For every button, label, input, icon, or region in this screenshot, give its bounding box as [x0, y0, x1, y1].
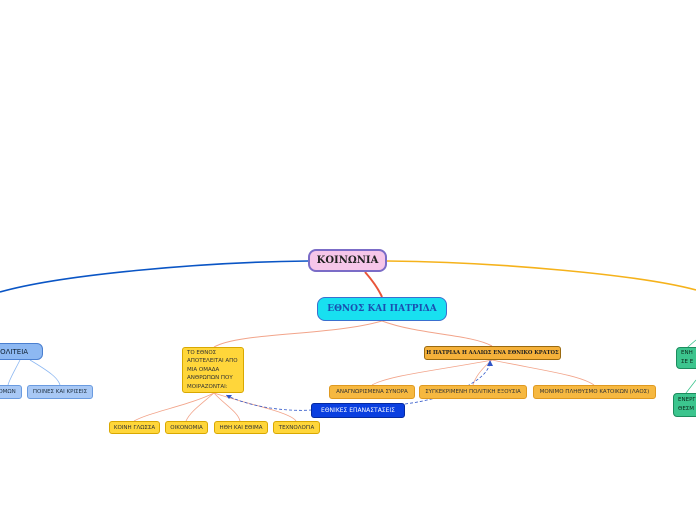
link-main-patrida [381, 320, 493, 347]
right-child-node[interactable]: ΕΝΕΡΓ ΘΕΣΜ [673, 393, 696, 417]
ethnos-definition-node[interactable]: ΤΟ ΕΘΝΟΣ ΑΠΟΤΕΛΕΙΤΑΙ ΑΠΟ ΜΙΑ ΟΜΑΔΑ ΑΝΘΡΩ… [182, 347, 244, 393]
right-child-line: ΕΝΕΡΓ [678, 397, 696, 403]
definition-line: ΤΟ ΕΘΝΟΣ [187, 349, 217, 356]
definition-line: ΑΠΟΤΕΛΕΙΤΑΙ ΑΠΟ [187, 358, 238, 365]
link-root-right [386, 260, 696, 291]
link-patrida-child-1 [371, 359, 493, 386]
link-definition-child-3 [213, 392, 241, 422]
relation-arrow-definition [226, 395, 232, 399]
link-left-child-2 [29, 359, 61, 386]
link-definition-child-4 [213, 392, 297, 422]
link-left-child-1 [7, 359, 21, 386]
definition-line: ΑΝΘΡΩΠΩΝ ΠΟΥ [187, 375, 233, 382]
main-topic-node[interactable]: ΕΘΝΟΣ ΚΑΙ ΠΑΤΡΙΔΑ [317, 297, 447, 321]
right-child-line: ΕΝΗ [681, 350, 693, 356]
link-root-main [364, 271, 383, 298]
link-definition-child-1 [133, 392, 215, 422]
link-root-left [0, 260, 309, 293]
right-child-line: ΣΕ Ε [681, 359, 694, 365]
definition-line: ΜΙΑ ΟΜΑΔΑ [187, 366, 220, 373]
patrida-child-node[interactable]: ΣΥΓΚΕΚΡΙΜΕΝΗ ΠΟΛΙΤΙΚΗ ΕΞΟΥΣΙΑ [419, 385, 527, 399]
revolutions-node[interactable]: ΕΘΝΙΚΕΣ ΕΠΑΝΑΣΤΑΣΕΙΣ [311, 403, 405, 418]
link-patrida-child-3 [491, 359, 595, 386]
link-main-definition [213, 320, 383, 348]
definition-line: ΜΟΙΡΑΖΟΝΤΑΙ: [187, 383, 228, 390]
left-branch-node[interactable]: ΠΟΛΙΤΕΙΑ [0, 343, 43, 360]
definition-child-node[interactable]: ΤΕΧΝΟΛΟΓΙΑ [273, 421, 320, 434]
definition-child-node[interactable]: ΗΘΗ ΚΑΙ ΕΘΙΜΑ [214, 421, 268, 434]
relation-revolutions-definition [225, 394, 313, 411]
patrida-child-node[interactable]: ΜΟΝΙΜΟ ΠΛΗΘΥΣΜΟ ΚΑΤΟΙΚΩΝ (ΛΑΟΣ) [533, 385, 656, 399]
relation-arrow-patrida [487, 360, 493, 366]
link-definition-child-2 [185, 392, 215, 422]
patrida-child-node[interactable]: ΑΝΑΓΝΩΡΙΣΜΕΝΑ ΣΥΝΟΡΑ [329, 385, 415, 399]
right-child-line: ΘΕΣΜ [678, 406, 695, 412]
left-child-node[interactable]: ΝΟΜΩΝ [0, 385, 22, 399]
definition-child-node[interactable]: ΟΙΚΟΝΟΜΙΑ [165, 421, 208, 434]
right-child-node[interactable]: ΕΝΗ ΣΕ Ε [676, 347, 696, 369]
root-node[interactable]: ΚΟΙΝΩΝΙΑ [308, 249, 387, 272]
left-child-node[interactable]: ΠΟΙΝΕΣ ΚΑΙ ΚΡΙΣΕΙΣ [27, 385, 93, 399]
patrida-node[interactable]: Η ΠΑΤΡΙΔΑ Η ΑΛΛΙΩΣ ΕΝΑ ΕΘΝΙΚΟ ΚΡΑΤΟΣ [424, 346, 561, 360]
definition-child-node[interactable]: ΚΟΙΝΗ ΓΛΩΣΣΑ [109, 421, 160, 434]
